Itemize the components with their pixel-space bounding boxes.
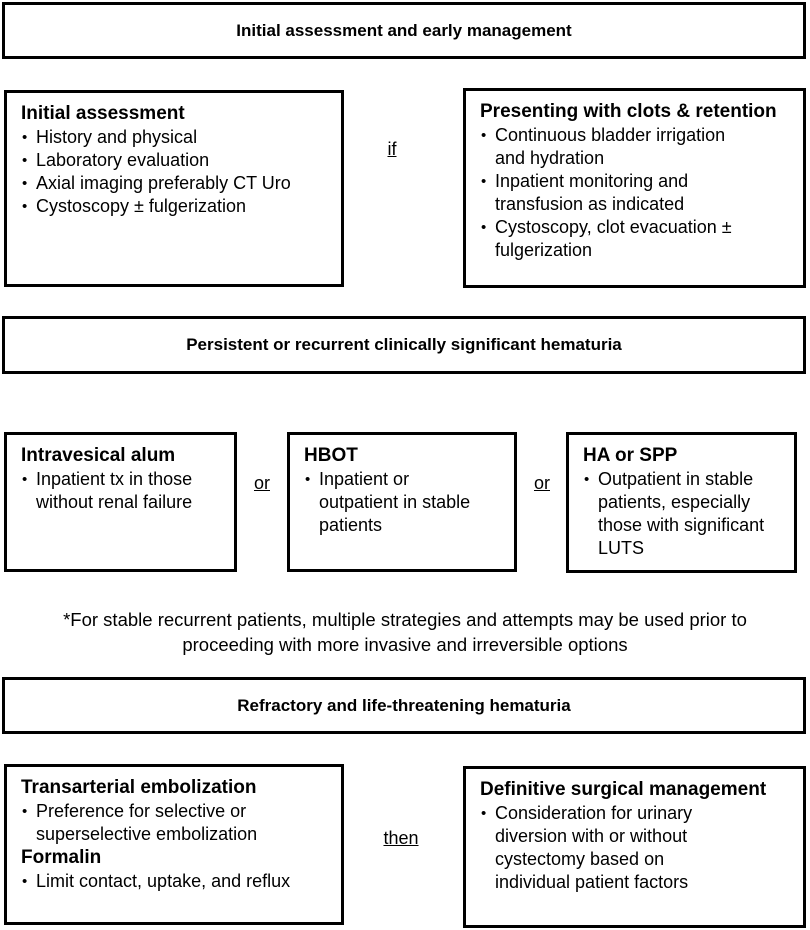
box-ha-or-spp-list: Outpatient in stable patients, especiall… [583, 468, 786, 560]
bullet-item: Axial imaging preferably CT Uro [21, 172, 333, 195]
connector-or-2: or [533, 473, 550, 493]
connector-if: if [387, 139, 397, 159]
box-ha-or-spp: HA or SPP Outpatient in stable patients,… [566, 432, 797, 573]
box-definitive-surgical-management-title: Definitive surgical management [480, 779, 767, 800]
box-initial-assessment: Initial assessment History and physical … [4, 90, 344, 287]
banner-initial-assessment: Initial assessment and early management [2, 2, 806, 59]
connector-or-1: or [253, 473, 270, 493]
box-hbot-title: HBOT [304, 445, 358, 466]
bullet-item: Laboratory evaluation [21, 149, 333, 172]
connector-then: then [383, 828, 419, 848]
box-clots-retention-title: Presenting with clots & retention [480, 101, 777, 122]
bullet-item: Preference for selective or superselecti… [21, 800, 333, 846]
bullet-item: Inpatient or outpatient in stable patien… [304, 468, 506, 537]
banner-refractory-hematuria: Refractory and life-threatening hematuri… [2, 677, 806, 734]
bullet-item: Consideration for urinary diversion with… [480, 802, 795, 894]
bullet-item: History and physical [21, 126, 333, 149]
banner-persistent-hematuria: Persistent or recurrent clinically signi… [2, 316, 806, 374]
bullet-item: Limit contact, uptake, and reflux [21, 870, 333, 893]
box-definitive-surgical-management: Definitive surgical management Considera… [463, 766, 806, 928]
box-clots-retention-list: Continuous bladder irrigation and hydrat… [480, 124, 795, 262]
bullet-item: Inpatient monitoring and transfusion as … [480, 170, 795, 216]
bullet-item: Cystoscopy, clot evacuation ± fulgerizat… [480, 216, 795, 262]
box-intravesical-alum-list: Inpatient tx in those without renal fail… [21, 468, 226, 514]
box-formalin-title: Formalin [21, 847, 102, 868]
banner-refractory-hematuria-label: Refractory and life-threatening hematuri… [237, 695, 571, 715]
bullet-item: Cystoscopy ± fulgerization [21, 195, 333, 218]
box-transarterial-embolization-list: Preference for selective or superselecti… [21, 800, 333, 846]
banner-persistent-hematuria-label: Persistent or recurrent clinically signi… [186, 335, 622, 354]
box-transarterial-embolization-title: Transarterial embolization [21, 777, 257, 798]
bullet-item: Outpatient in stable patients, especiall… [583, 468, 786, 560]
box-initial-assessment-list: History and physical Laboratory evaluati… [21, 126, 333, 218]
box-initial-assessment-title: Initial assessment [21, 103, 185, 124]
box-intravesical-alum-title: Intravesical alum [21, 445, 176, 466]
box-hbot-list: Inpatient or outpatient in stable patien… [304, 468, 506, 537]
box-ha-or-spp-title: HA or SPP [583, 445, 678, 466]
banner-initial-assessment-label: Initial assessment and early management [236, 20, 572, 40]
bullet-item: Continuous bladder irrigation and hydrat… [480, 124, 795, 170]
box-transarterial-embolization: Transarterial embolization Preference fo… [4, 764, 344, 925]
bullet-item: Inpatient tx in those without renal fail… [21, 468, 226, 514]
box-definitive-surgical-management-list: Consideration for urinary diversion with… [480, 802, 795, 894]
box-clots-retention: Presenting with clots & retention Contin… [463, 88, 806, 288]
footnote-stable-recurrent: *For stable recurrent patients, multiple… [63, 609, 747, 655]
box-hbot: HBOT Inpatient or outpatient in stable p… [287, 432, 517, 572]
box-formalin-list: Limit contact, uptake, and reflux [21, 870, 333, 893]
box-intravesical-alum: Intravesical alum Inpatient tx in those … [4, 432, 237, 572]
